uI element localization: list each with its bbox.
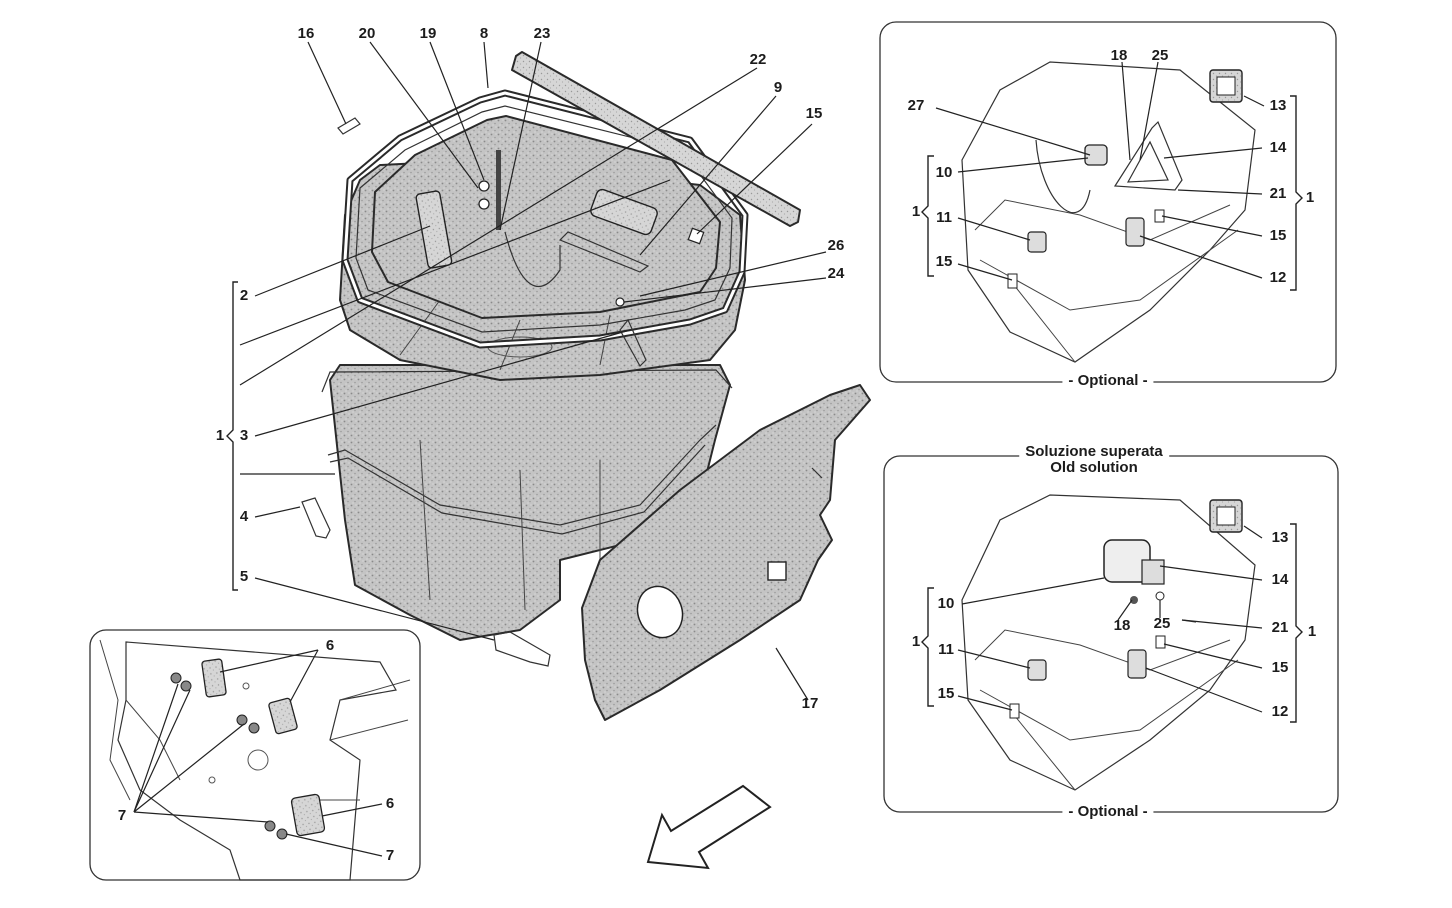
body-panel-frame — [89, 629, 421, 881]
optional-callout-1-right: 1 — [1305, 189, 1315, 206]
callout-5: 5 — [239, 568, 249, 585]
callout-26: 26 — [827, 237, 845, 254]
trunk-lid-frame — [371, 115, 721, 319]
optional-panel-tub — [961, 61, 1256, 363]
callout-23: 23 — [533, 25, 551, 42]
old-callout-13: 13 — [1271, 529, 1289, 546]
callout-15: 15 — [805, 105, 823, 122]
optional-callout-13: 13 — [1269, 97, 1287, 114]
old-callout-11: 11 — [938, 641, 954, 658]
body-panel-structure — [99, 639, 411, 881]
callout-22: 22 — [749, 51, 767, 68]
seal-strip — [511, 51, 801, 227]
trunk-tub — [321, 364, 733, 641]
optional-callout-21: 21 — [1269, 185, 1287, 202]
bracket-part-4 — [301, 497, 331, 539]
optional-callout-27: 27 — [907, 97, 925, 114]
callout-19: 19 — [419, 25, 437, 42]
old-callout-10: 10 — [937, 595, 955, 612]
body-callout-7-left: 7 — [117, 807, 127, 824]
old-callout-21: 21 — [1271, 619, 1289, 636]
callout-4: 4 — [239, 508, 249, 525]
optional-callout-15-right: 15 — [1269, 227, 1287, 244]
old-callout-1-right: 1 — [1307, 623, 1317, 640]
bracket-part-5 — [493, 631, 551, 667]
arrow-down-left-icon — [646, 784, 772, 870]
old-callout-18: 18 — [1113, 617, 1131, 634]
callout-16: 16 — [297, 25, 315, 42]
trunk-inner-parts — [415, 150, 705, 367]
old-callout-12: 12 — [1271, 703, 1289, 720]
callout-8: 8 — [479, 25, 489, 42]
body-callout-7-right: 7 — [385, 847, 395, 864]
optional-callout-18: 18 — [1110, 47, 1128, 64]
old-solution-panel-tub — [961, 494, 1256, 791]
old-callout-15-left: 15 — [937, 685, 955, 702]
old-callout-25: 25 — [1153, 615, 1171, 632]
trunk-seal — [341, 89, 749, 349]
optional-callout-11: 11 — [936, 209, 952, 226]
old-callout-1-left: 1 — [911, 633, 921, 650]
callout-24: 24 — [827, 265, 845, 282]
optional-callout-15-left: 15 — [935, 253, 953, 270]
callout-1: 1 — [215, 427, 225, 444]
trunk-liner-panel — [581, 384, 871, 721]
old-callout-15-right: 15 — [1271, 659, 1289, 676]
old-solution-panel-frame — [883, 455, 1339, 813]
body-callout-6-top: 6 — [325, 637, 335, 654]
old-solution-title-italian: Soluzione superata — [1019, 443, 1169, 461]
optional-caption: - Optional - — [1062, 372, 1154, 390]
callout-2: 2 — [239, 287, 249, 304]
callout-17: 17 — [801, 695, 819, 712]
old-solution-caption: - Optional - — [1062, 803, 1154, 821]
optional-panel-leaders — [921, 61, 1303, 291]
body-callout-6-bottom: 6 — [385, 795, 395, 812]
optional-callout-14: 14 — [1269, 139, 1287, 156]
main-leader-lines — [226, 41, 827, 701]
callout-20: 20 — [358, 25, 376, 42]
old-callout-14: 14 — [1271, 571, 1289, 588]
pin-part-16 — [337, 117, 361, 135]
optional-callout-12: 12 — [1269, 269, 1287, 286]
optional-callout-1-left: 1 — [911, 203, 921, 220]
callout-3: 3 — [239, 427, 249, 444]
old-solution-title-english: Old solution — [1044, 459, 1144, 477]
body-panel-leaders — [133, 649, 383, 857]
optional-callout-25: 25 — [1151, 47, 1169, 64]
optional-callout-10: 10 — [935, 164, 953, 181]
optional-panel-frame — [879, 21, 1337, 383]
old-solution-panel-leaders — [921, 523, 1303, 723]
callout-9: 9 — [773, 79, 783, 96]
